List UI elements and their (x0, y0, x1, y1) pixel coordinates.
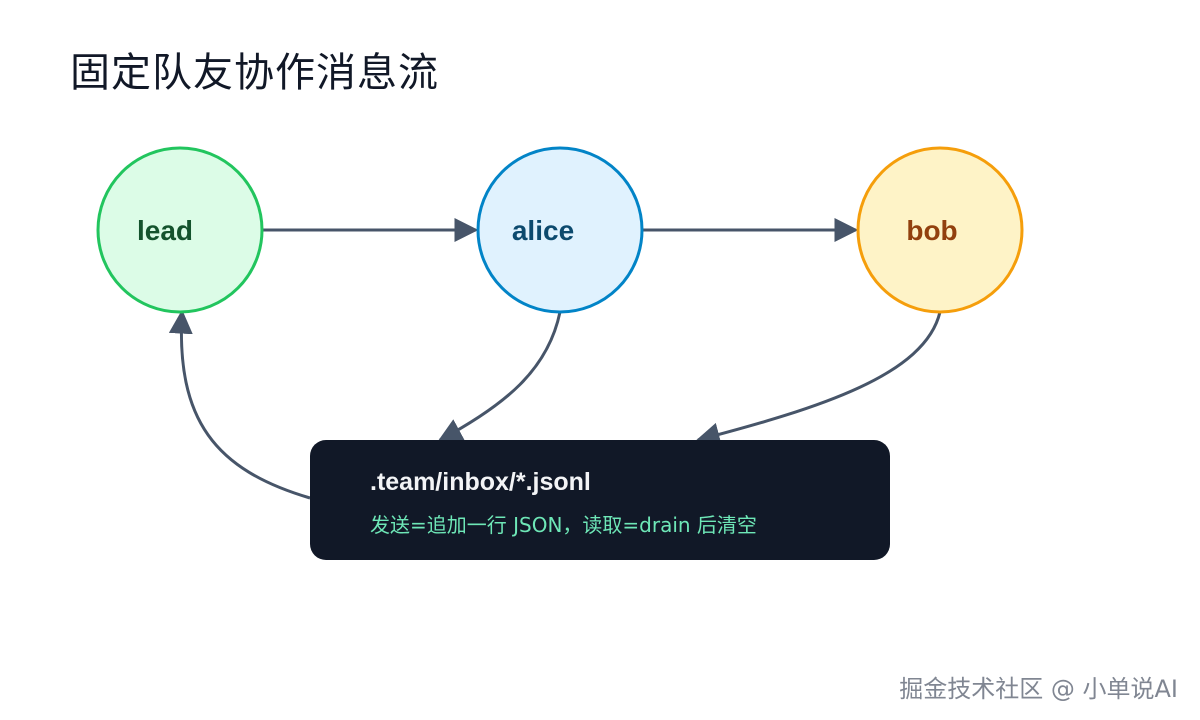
node-bob-label: bob (906, 215, 957, 246)
node-lead[interactable]: lead (96, 146, 264, 314)
node-lead-circle (96, 146, 264, 314)
inbox-description: 发送=追加一行 JSON，读取=drain 后清空 (370, 513, 757, 537)
node-alice-label: alice (512, 215, 574, 246)
inbox-box-rect (310, 440, 890, 560)
node-alice-circle (476, 146, 644, 314)
edge-inbox-to-lead (168, 309, 311, 500)
edge-alice-to-inbox (437, 311, 562, 442)
node-bob-circle (856, 146, 1024, 314)
page-title: 固定队友协作消息流 (70, 50, 439, 96)
inbox-box[interactable]: .team/inbox/*.jsonl 发送=追加一行 JSON，读取=drai… (310, 440, 890, 560)
inbox-path-label: .team/inbox/*.jsonl (370, 468, 591, 496)
node-alice[interactable]: alice (476, 146, 644, 314)
node-bob[interactable]: bob (856, 146, 1024, 314)
node-lead-label: lead (137, 215, 193, 246)
edge-bob-to-inbox (695, 311, 942, 447)
watermark: 掘金技术社区 @ 小单说AI (899, 675, 1178, 703)
